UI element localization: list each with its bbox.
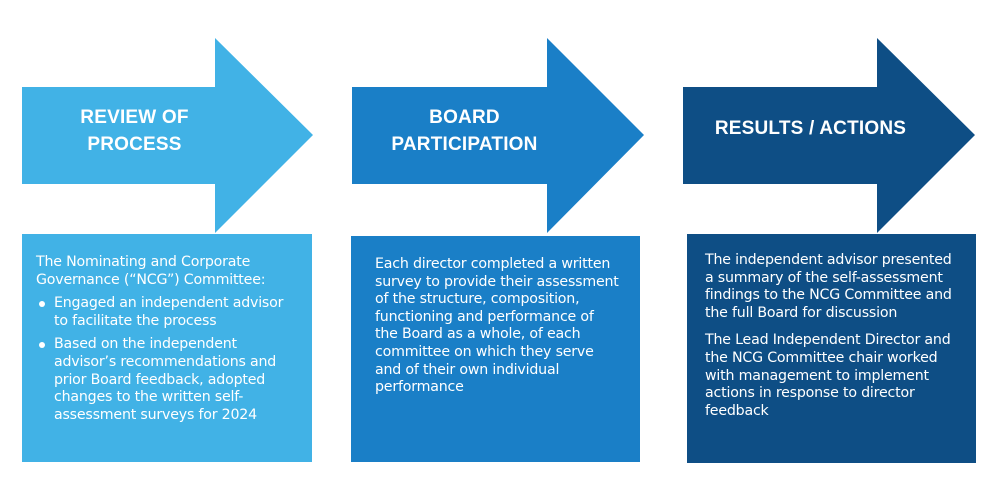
arrow-board-participation <box>352 38 644 233</box>
list-item-text: Engaged an independent advisor to facili… <box>54 295 284 329</box>
step-title-board-participation: BOARD PARTICIPATION <box>352 104 577 158</box>
list-item-text: Based on the independent advisor’s recom… <box>54 336 277 423</box>
panel-intro: The Nominating and Corporate Governance … <box>36 254 266 288</box>
panel-board-participation: Each director completed a written survey… <box>351 236 640 462</box>
panel-paragraph: The Lead Independent Director and the NC… <box>705 332 951 419</box>
arrow-review-of-process <box>22 38 313 233</box>
panel-body: Each director completed a written survey… <box>375 256 619 396</box>
arrow-results-actions <box>683 38 975 233</box>
title-line: RESULTS / ACTIONS <box>714 118 907 139</box>
title-line: REVIEW OF <box>80 107 189 128</box>
title-line: PROCESS <box>87 134 182 155</box>
step-title-results-actions: RESULTS / ACTIONS <box>683 115 938 142</box>
panel-results-actions: The independent advisor presented a summ… <box>687 234 976 463</box>
title-line: BOARD <box>429 107 500 128</box>
panel-bullet-list: Engaged an independent advisor to facili… <box>36 295 300 424</box>
bullet-icon <box>39 342 45 349</box>
list-item: Based on the independent advisor’s recom… <box>36 336 300 424</box>
title-line: PARTICIPATION <box>391 134 538 155</box>
list-item: Engaged an independent advisor to facili… <box>36 295 300 330</box>
panel-review-of-process: The Nominating and Corporate Governance … <box>22 234 312 462</box>
panel-paragraph: The independent advisor presented a summ… <box>705 252 952 321</box>
step-title-review-of-process: REVIEW OF PROCESS <box>22 104 247 158</box>
bullet-icon <box>39 301 45 308</box>
